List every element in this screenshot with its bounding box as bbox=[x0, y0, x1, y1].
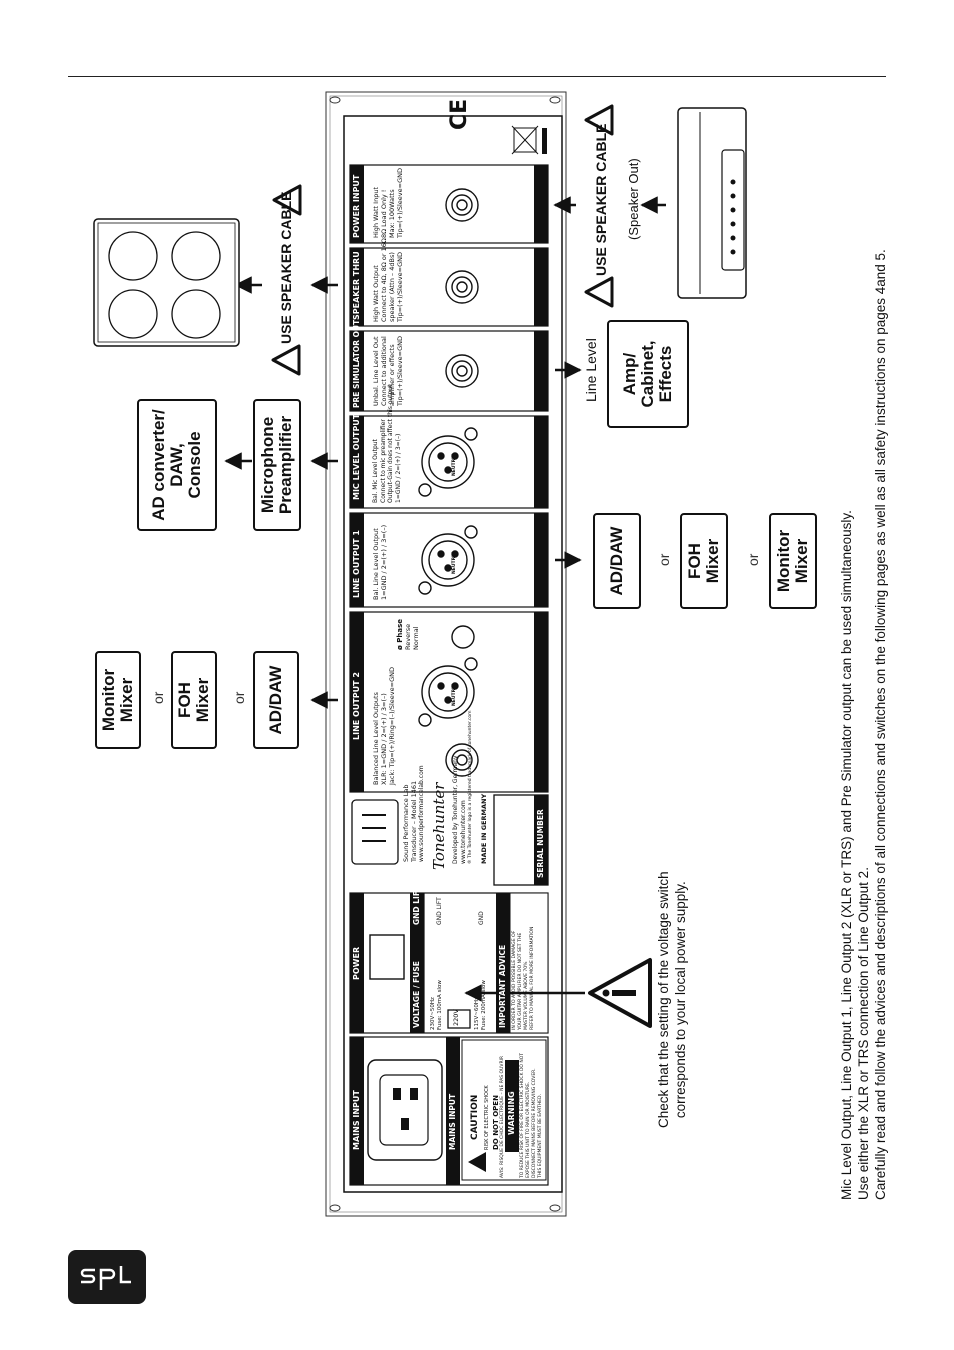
hdr-mains-input-2: MAINS INPUT bbox=[448, 1093, 457, 1150]
warning-title: WARNING bbox=[507, 1091, 516, 1135]
or-label-left-2: or bbox=[231, 691, 247, 704]
target-ad-daw-bottom: AD/DAW bbox=[593, 513, 641, 609]
brand-trademark: ® The Tonehunter logo is a registered tr… bbox=[468, 710, 473, 864]
xlr-line-output-1 bbox=[418, 525, 478, 595]
hdr-power-input: POWER INPUT bbox=[352, 174, 361, 238]
target-monitor-mixer-left: Monitor Mixer bbox=[95, 651, 141, 749]
txt-line-out-2: Balanced Line Level Outputs XLR: 1=GND /… bbox=[372, 666, 396, 785]
target-ad-converter: AD converter/ DAW, Console bbox=[137, 399, 217, 531]
hdr-pre-sim-out: PRE SIMULATOR OUT bbox=[352, 319, 361, 408]
usage-notes: Mic Level Output, Line Output 1, Line Ou… bbox=[838, 249, 889, 1200]
caution-fr: AVIS: RISQUE DE CHOC ELECTRIQUE – NE PAS… bbox=[500, 1055, 505, 1178]
hdr-mains-input: MAINS INPUT bbox=[352, 1090, 361, 1150]
or-label-bottom-1: or bbox=[656, 553, 672, 566]
voltage-230: 230V~50Hz Fuse: 100mA slow bbox=[430, 980, 443, 1030]
gnd-lift-option: GND LIFT bbox=[436, 897, 443, 925]
jack-pre-sim-out bbox=[445, 354, 479, 388]
target-foh-mixer-bottom: FOH Mixer bbox=[680, 513, 728, 609]
voltage-note-line-2: corresponds to your local power supply. bbox=[673, 881, 688, 1119]
brand-developed: Developed by Tonehunter, Germany bbox=[452, 755, 459, 865]
hdr-power: POWER bbox=[352, 946, 361, 980]
hdr-important-advice: IMPORTANT ADVICE bbox=[498, 944, 507, 1028]
caution-title: CAUTION bbox=[470, 1094, 480, 1140]
hdr-speaker-thru: SPEAKER THRU bbox=[352, 251, 361, 320]
spl-logo-box bbox=[351, 799, 399, 865]
neutrik-line1: NEUTRIK bbox=[452, 551, 457, 574]
txt-power-input: High Watt Input 8Ω Load Only ! Max: 100W… bbox=[372, 168, 404, 238]
brand-web2: www.tonehunter.com bbox=[460, 800, 467, 864]
target-amp-cabinet-effects: Amp/ Cabinet, Effects bbox=[607, 320, 689, 428]
target-foh-mixer-left: FOH Mixer bbox=[171, 651, 217, 749]
gnd-option: GND bbox=[478, 911, 485, 925]
xlr-line-output-2 bbox=[418, 657, 478, 727]
neutrik-mic: NEUTRIK bbox=[452, 453, 457, 476]
serial-number-label: SERIAL NUMBER bbox=[536, 809, 545, 878]
jack-speaker-thru bbox=[445, 270, 479, 304]
speaker-cable-warning-top: USE SPEAKER CABLE bbox=[278, 191, 294, 344]
hdr-line-out-2: LINE OUTPUT 2 bbox=[352, 672, 361, 740]
or-label-bottom-2: or bbox=[745, 553, 761, 566]
brand-made: MADE IN GERMANY bbox=[480, 793, 488, 864]
hdr-voltage-fuse: VOLTAGE / FUSE bbox=[412, 961, 421, 1028]
speaker-out-label: (Speaker Out) bbox=[626, 158, 641, 240]
ce-mark: CE bbox=[447, 99, 472, 130]
warning-triangle-amp bbox=[584, 104, 614, 308]
voltage-note-line-1: Check that the setting of the voltage sw… bbox=[656, 871, 671, 1128]
note-line-2: Use either the XLR or TRS connection of … bbox=[856, 867, 871, 1200]
top-rule bbox=[68, 76, 886, 77]
line-level-label: Line Level bbox=[583, 338, 599, 402]
xlr-mic-output bbox=[418, 427, 478, 497]
warning-triangle-top bbox=[271, 344, 301, 376]
phase-switch bbox=[451, 625, 475, 649]
voltage-115: 115V~60Hz Fuse: 200mA slow bbox=[474, 980, 487, 1030]
spl-logo bbox=[68, 1250, 146, 1304]
note-line-1: Mic Level Output, Line Output 1, Line Ou… bbox=[839, 510, 854, 1200]
brand-web: www.soundperformancelab.com bbox=[418, 765, 425, 862]
speaker-cable-warning-amp: USE SPEAKER CABLE bbox=[593, 123, 609, 276]
phase-normal: Normal bbox=[412, 626, 420, 650]
txt-line-out-1: Bal. Line Level Output 1=GND / 2=(+) / 3… bbox=[372, 524, 388, 600]
target-ad-daw-left: AD/DAW bbox=[253, 651, 299, 749]
voltage-switch bbox=[447, 1009, 471, 1029]
warning-triangle-top-2 bbox=[272, 184, 302, 216]
jack-power-input bbox=[445, 188, 479, 222]
phase-reverse: Reverse bbox=[404, 623, 412, 650]
power-switch bbox=[369, 934, 405, 980]
caution-line-1: RISK OF ELECTRIC SHOCK bbox=[484, 1085, 490, 1150]
advice-text: IN ORDER TO AVOID POSSIBLE DAMAGE OF YOU… bbox=[512, 926, 535, 1031]
hdr-mic-level: MIC LEVEL OUTPUT bbox=[352, 413, 361, 500]
hdr-line-out-1: LINE OUTPUT 1 bbox=[352, 530, 361, 598]
note-line-3: Carefully read and follow the advices an… bbox=[873, 249, 888, 1200]
txt-mic-level: Bal. Mic Level Output Connect to mic pre… bbox=[372, 384, 402, 503]
voltage-note: Check that the setting of the voltage sw… bbox=[655, 871, 689, 1128]
jack-line-output-2 bbox=[445, 743, 479, 777]
target-mic-preamp: Microphone Preamplifier bbox=[253, 399, 301, 531]
hdr-gnd-lift: GND LIFT bbox=[412, 885, 421, 925]
tonehunter-logo: Tonehunter bbox=[430, 782, 448, 870]
neutrik-line2: NEUTRIK bbox=[452, 683, 457, 706]
brand-name: Sound Performance Lab bbox=[402, 784, 410, 862]
caution-line-2: DO NOT OPEN bbox=[492, 1095, 500, 1150]
or-label-left-1: or bbox=[150, 691, 166, 704]
phase-title: ø Phase bbox=[396, 619, 404, 650]
target-monitor-mixer-bottom: Monitor Mixer bbox=[769, 513, 817, 609]
txt-speaker-thru: High Watt Output Connect to 4Ω, 8Ω or 16… bbox=[372, 238, 404, 322]
voltage-switch-label: 220V bbox=[452, 1009, 460, 1026]
warning-text: TO REDUCE RISK OF FIRE OR ELECTRIC SHOCK… bbox=[520, 1052, 543, 1178]
brand-model: Transducer – Model 1461 bbox=[410, 780, 418, 862]
